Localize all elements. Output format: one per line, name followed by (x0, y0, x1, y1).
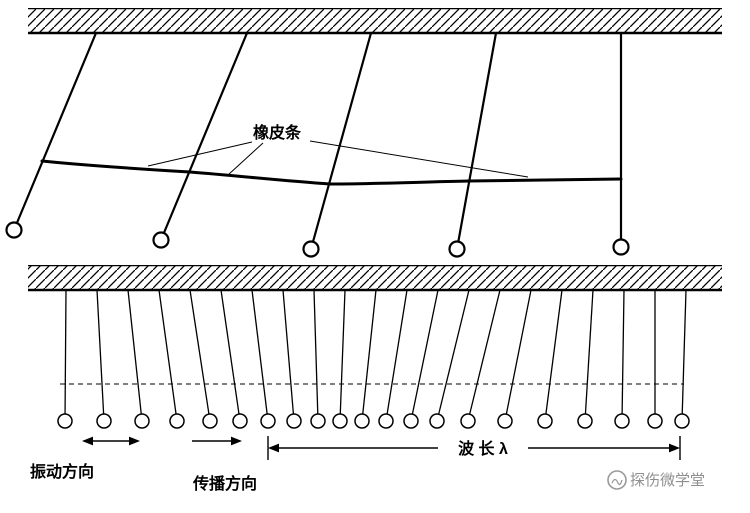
pointer-line (147, 141, 253, 167)
pendulum-bob (577, 413, 593, 429)
pendulum-string (621, 289, 625, 422)
wavelength-arrow-right-head (669, 443, 680, 453)
watermark-logo-wave-icon (611, 478, 623, 486)
pendulum-bob (232, 413, 248, 429)
pendulum-string (64, 289, 67, 422)
pendulum-bob (647, 413, 663, 429)
bottom-diagram: 振动方向 传播方向 波 长 λ (28, 265, 722, 493)
pendulum-string (410, 289, 439, 422)
vibration-arrow-left-head (82, 436, 93, 446)
bottom-ceiling-bar (28, 265, 722, 292)
top-pendulums (5, 31, 630, 258)
pendulum-bob (260, 413, 276, 429)
pendulum-string (313, 289, 319, 422)
watermark: 探伤微学堂 (607, 470, 705, 490)
pendulum-string (220, 289, 241, 422)
pendulum-bob (169, 413, 185, 429)
pendulum-string (159, 31, 249, 242)
watermark-logo-icon (607, 470, 627, 490)
pendulum-bob (152, 231, 170, 249)
pendulum-string (544, 289, 563, 422)
bottom-pendulums (57, 289, 690, 429)
pendulum-bob (448, 240, 466, 258)
pendulum-string (251, 289, 269, 422)
pendulum-bob (497, 413, 513, 429)
pendulum-bob (5, 221, 23, 239)
propagation-arrow-head (231, 436, 242, 446)
pendulum-bob (134, 413, 150, 429)
pendulum-string (158, 289, 178, 422)
pendulum-string (455, 31, 498, 251)
pointer-line (227, 142, 264, 176)
rubber-band-label: 橡皮条 (253, 123, 302, 142)
bottom-ceiling-hatch (28, 265, 722, 290)
pendulum-string (361, 289, 377, 422)
pendulum-string (127, 289, 143, 422)
pendulum-bob (614, 413, 630, 429)
pendulum-string (584, 289, 594, 422)
top-ceiling-bar (28, 8, 722, 35)
vibration-direction-label: 振动方向 (30, 462, 94, 481)
pendulum-string (436, 289, 470, 422)
top-ceiling-hatch (28, 8, 722, 33)
pendulum-bob (403, 413, 419, 429)
pendulum-bob (310, 413, 326, 429)
pendulum-string (681, 289, 687, 422)
wavelength-label-background (438, 438, 528, 458)
pendulum-string (96, 289, 105, 422)
pendulum-bob (57, 413, 73, 429)
vibration-direction-arrow (82, 436, 140, 446)
propagation-direction-arrow (192, 436, 242, 446)
top-diagram: 橡皮条 (5, 8, 722, 258)
pendulum-string (12, 31, 98, 232)
pendulum-string (189, 289, 211, 422)
pendulum-string (339, 289, 346, 422)
pendulum-bob (460, 413, 476, 429)
pendulum-bob (96, 413, 112, 429)
pendulum-bob (429, 413, 445, 429)
pendulum-bob (674, 413, 690, 429)
pendulum-string (282, 289, 295, 422)
pendulum-bob (302, 240, 320, 258)
watermark-text: 探伤微学堂 (630, 472, 705, 489)
wavelength-arrow: 波 长 λ (267, 436, 681, 460)
pendulum-bob (378, 413, 394, 429)
pendulum-bob (354, 413, 370, 429)
propagation-direction-label: 传播方向 (192, 474, 257, 493)
pendulum-bob (202, 413, 218, 429)
pendulum-string (504, 289, 532, 422)
pendulum-string (309, 31, 373, 251)
pendulum-bob (612, 238, 630, 256)
pendulum-bob (332, 413, 348, 429)
wavelength-label: 波 长 λ (458, 439, 508, 458)
pendulum-bob (286, 413, 302, 429)
pendulum-string (467, 289, 501, 422)
wavelength-arrow-left-head (268, 443, 279, 453)
vibration-arrow-right-head (129, 436, 140, 446)
pendulum-string (385, 289, 408, 422)
pointer-line (309, 140, 529, 178)
rubber-band-pointer-lines (147, 140, 529, 178)
pendulum-bob (537, 413, 553, 429)
